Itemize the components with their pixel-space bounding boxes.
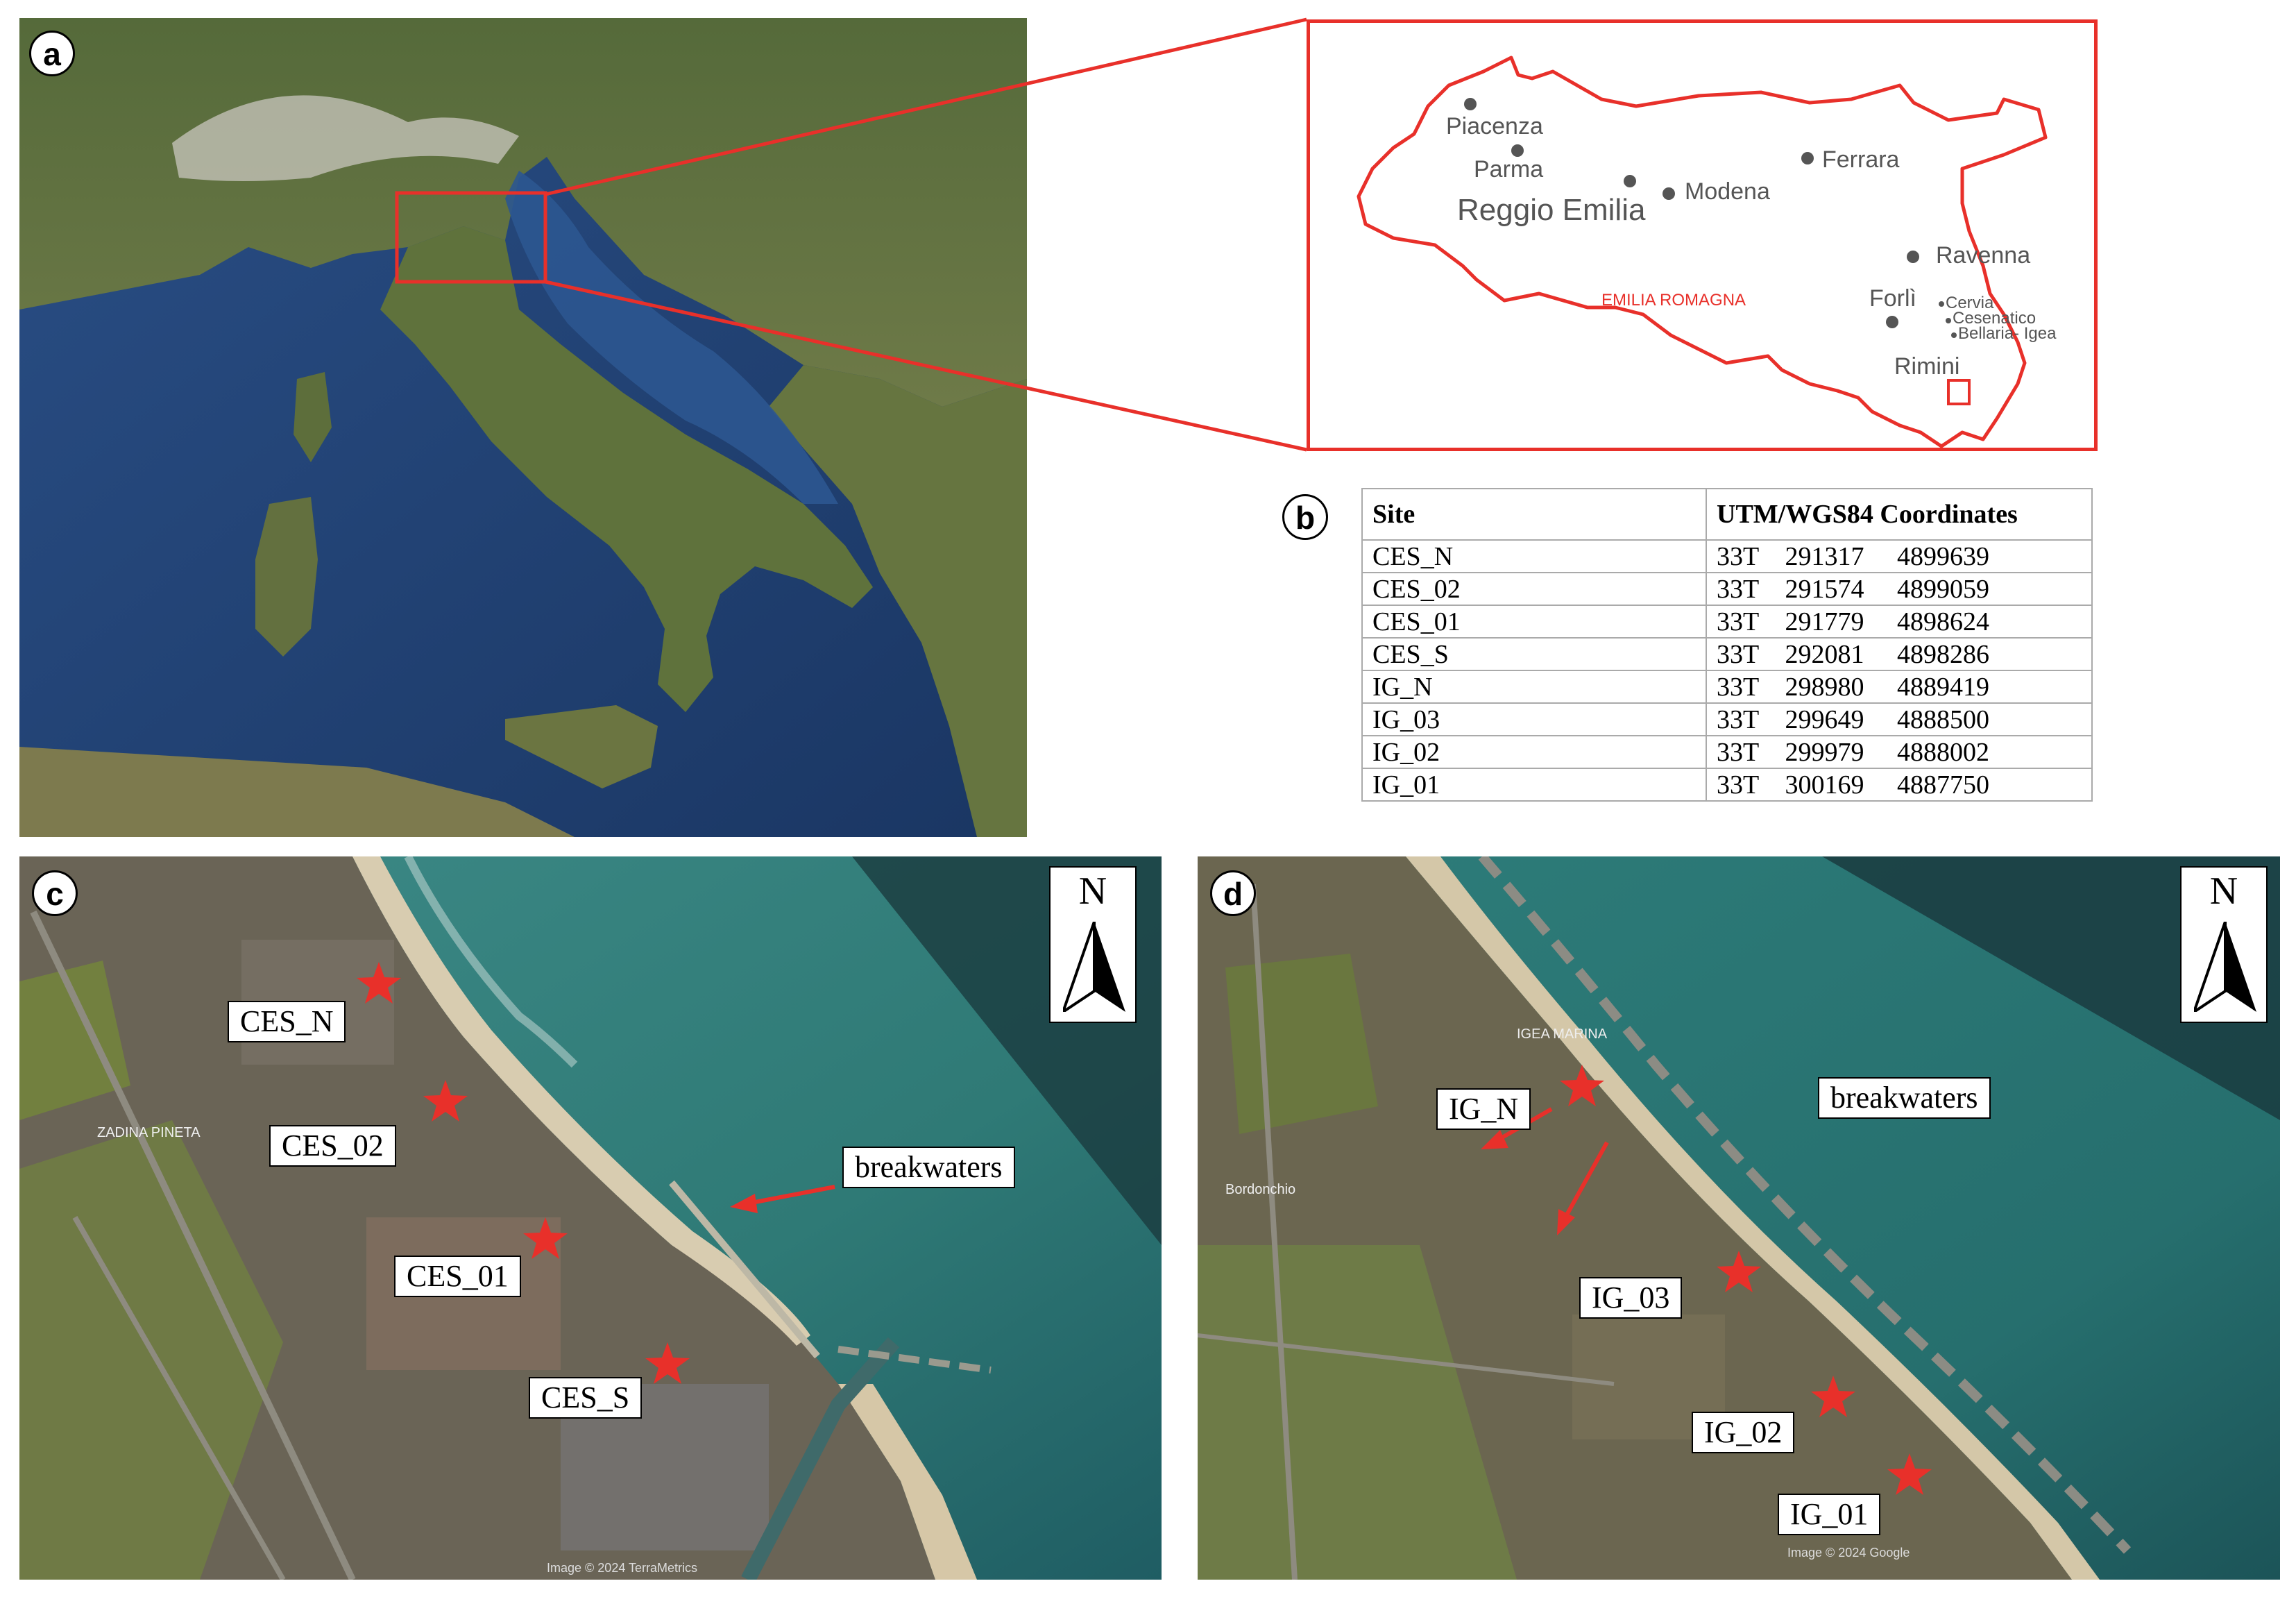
italy-satellite-image xyxy=(19,18,1027,837)
north-arrow-c: N xyxy=(1049,866,1137,1023)
place-label-bordonchio: Bordonchio xyxy=(1225,1182,1296,1197)
site-cell: CES_N xyxy=(1361,539,1707,573)
site-marker-ces-n xyxy=(357,962,401,1004)
site-cell: IG_01 xyxy=(1361,768,1707,802)
north-arrow-icon xyxy=(1063,922,1125,1012)
image-credit-c: Image © 2024 TerraMetrics xyxy=(547,1561,698,1575)
inset-region-map: Piacenza Parma Reggio Emilia Modena Ferr… xyxy=(1307,19,2098,451)
coord-cell: 33T 298980 4889419 xyxy=(1706,670,2093,704)
site-marker-ces-01 xyxy=(523,1217,568,1259)
north-arrow-icon xyxy=(2194,922,2256,1012)
igea-aerial-image xyxy=(1198,856,2280,1580)
header-coordinates: UTM/WGS84 Coordinates xyxy=(1706,488,2093,541)
site-cell: IG_02 xyxy=(1361,735,1707,769)
label-ig-03: IG_03 xyxy=(1579,1277,1683,1319)
label-ces-01: CES_01 xyxy=(394,1256,521,1298)
place-label-igea: IGEA MARINA xyxy=(1517,1026,1608,1042)
panel-b-letter: b xyxy=(1282,494,1328,540)
panel-a-letter: a xyxy=(29,31,75,76)
site-marker-ces-s xyxy=(645,1342,690,1384)
place-label-zadina: ZADINA PINETA xyxy=(97,1125,201,1140)
city-reggio-emilia: Reggio Emilia xyxy=(1457,193,1646,227)
site-marker-ces-02 xyxy=(423,1080,468,1122)
cesenatico-aerial-image xyxy=(19,856,1162,1580)
city-piacenza: Piacenza xyxy=(1446,113,1543,140)
label-breakwaters-c: breakwaters xyxy=(842,1147,1015,1189)
north-label: N xyxy=(2209,870,2238,913)
panel-c-aerial-map: c N CES_N CES_02 CES_01 CES_S breakwater… xyxy=(19,856,1162,1580)
site-cell: CES_01 xyxy=(1361,605,1707,639)
coord-cell: 33T 291317 4899639 xyxy=(1706,539,2093,573)
breakwaters-arrow xyxy=(747,1185,835,1206)
label-ig-n: IG_N xyxy=(1436,1088,1531,1131)
ravenna-dot xyxy=(1907,251,1919,263)
site-cell: IG_03 xyxy=(1361,702,1707,736)
modena-dot xyxy=(1663,187,1675,200)
city-parma: Parma xyxy=(1474,156,1544,183)
panel-a-satellite-map: a xyxy=(19,18,1027,837)
site-marker-ig-01 xyxy=(1887,1453,1932,1495)
label-ces-02: CES_02 xyxy=(269,1125,396,1167)
parma-dot xyxy=(1511,144,1524,157)
header-site: Site xyxy=(1361,488,1707,541)
site-cell: CES_02 xyxy=(1361,572,1707,606)
region-label: EMILIA ROMAGNA xyxy=(1601,291,1746,310)
coord-cell: 33T 299649 4888500 xyxy=(1706,702,2093,736)
bellaria-dot xyxy=(1951,332,1957,338)
reggio-dot xyxy=(1624,175,1636,187)
panel-c-letter: c xyxy=(32,870,78,916)
breakwaters-arrow-2 xyxy=(1563,1141,1609,1219)
coord-cell: 33T 291574 4899059 xyxy=(1706,572,2093,606)
inset-locator-box xyxy=(395,191,547,284)
region-outline xyxy=(1357,56,2048,448)
city-ferrara: Ferrara xyxy=(1822,146,1900,173)
coord-cell: 33T 299979 4888002 xyxy=(1706,735,2093,769)
forli-dot xyxy=(1886,316,1898,328)
cesenatico-dot xyxy=(1946,318,1951,323)
label-ces-s: CES_S xyxy=(529,1377,643,1419)
city-forli: Forlì xyxy=(1869,285,1916,312)
coord-cell: 33T 291779 4898624 xyxy=(1706,605,2093,639)
site-cell: IG_N xyxy=(1361,670,1707,704)
label-ces-n: CES_N xyxy=(228,1001,346,1043)
coord-cell: 33T 292081 4898286 xyxy=(1706,637,2093,671)
label-ig-01: IG_01 xyxy=(1778,1494,1881,1536)
piacenza-dot xyxy=(1464,98,1477,110)
city-ravenna: Ravenna xyxy=(1936,242,2031,269)
table-header-row: Site UTM/WGS84 Coordinates xyxy=(1361,488,2093,541)
north-label: N xyxy=(1078,870,1107,913)
site-marker-ig-n xyxy=(1560,1065,1604,1106)
site-cell: CES_S xyxy=(1361,637,1707,671)
ferrara-dot xyxy=(1801,152,1814,164)
city-rimini: Rimini xyxy=(1894,353,1960,380)
city-cesenatico: Cesenatico xyxy=(1953,309,2036,328)
label-ig-02: IG_02 xyxy=(1692,1412,1795,1454)
site-marker-ig-02 xyxy=(1811,1376,1855,1417)
city-modena: Modena xyxy=(1685,178,1770,205)
north-arrow-d: N xyxy=(2180,866,2268,1023)
coord-cell: 33T 300169 4887750 xyxy=(1706,768,2093,802)
city-bellaria-igea: Bellaria- Igea xyxy=(1958,324,2057,343)
cervia-dot xyxy=(1939,301,1944,307)
panel-d-aerial-map: d N IG_N IG_03 IG_02 IG_01 breakwaters I… xyxy=(1198,856,2280,1580)
city-cervia: Cervia xyxy=(1946,294,1994,312)
panel-d-letter: d xyxy=(1210,870,1256,916)
image-credit-d: Image © 2024 Google xyxy=(1787,1546,1910,1560)
label-breakwaters-d: breakwaters xyxy=(1818,1077,1991,1119)
site-marker-ig-03 xyxy=(1717,1251,1761,1292)
